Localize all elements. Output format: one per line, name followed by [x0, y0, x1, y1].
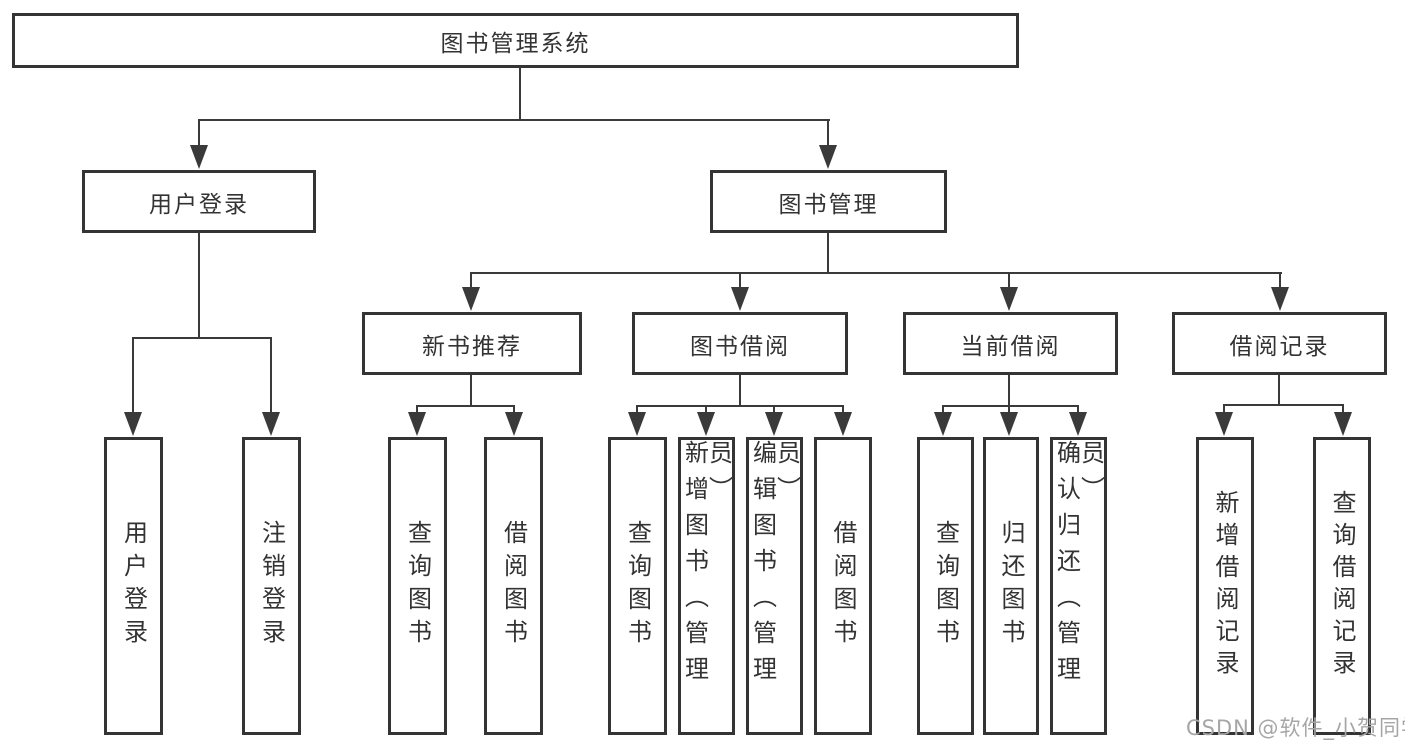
arrow-down-icon	[765, 412, 783, 436]
arrow-down-icon	[124, 412, 142, 436]
node-library-management-system: 图书管理系统	[12, 13, 1019, 68]
node-label: 当前借阅	[960, 333, 1061, 360]
leaf-label: 借阅图书	[499, 520, 528, 652]
node-borrow-records: 借阅记录	[1172, 312, 1387, 375]
leaf-query-books-recommend: 查询图书	[388, 437, 447, 735]
arrow-down-icon	[731, 287, 749, 311]
leaf-label: 用户登录	[119, 520, 148, 652]
arrow-down-icon	[1000, 287, 1018, 311]
node-book-borrow: 图书借阅	[632, 312, 848, 375]
leaf-label: 注销登录	[257, 520, 286, 652]
node-user-login: 用户登录	[82, 170, 316, 233]
connector-user-login-trunk	[198, 233, 200, 338]
connector-root-rail	[198, 119, 830, 121]
arrow-down-icon	[1215, 412, 1233, 436]
leaf-logout: 注销登录	[242, 437, 301, 735]
leaf-query-books-current: 查询图书	[917, 437, 974, 735]
leaf-add-borrow-record: 新增借阅记录	[1196, 437, 1254, 735]
leaf-return-books: 归还图书	[983, 437, 1039, 735]
arrow-down-icon	[1069, 412, 1087, 436]
leaf-label: 查询借阅记录	[1328, 490, 1356, 682]
node-label: 新书推荐	[422, 333, 522, 360]
node-label: 图书管理	[778, 191, 879, 218]
arrow-down-icon	[408, 412, 426, 436]
node-current-borrow: 当前借阅	[903, 312, 1118, 375]
arrow-down-icon	[834, 412, 852, 436]
connector-stub	[1008, 405, 1010, 414]
leaf-label: 新增图书（管理员）	[680, 440, 733, 692]
leaf-label: 借阅图书	[829, 520, 857, 652]
connector-groupC-rail	[942, 405, 1079, 407]
leaf-label: 查询图书	[403, 520, 432, 652]
connector-stub	[470, 272, 472, 288]
node-label: 借阅记录	[1229, 333, 1330, 360]
node-book-management: 图书管理	[710, 170, 947, 233]
connector-book-mgmt-rail	[470, 272, 1282, 274]
connector-groupD-rail	[1223, 404, 1344, 406]
arrow-down-icon	[1000, 412, 1018, 436]
connector-stub	[1077, 405, 1079, 414]
node-label: 用户登录	[149, 191, 249, 218]
connector-stub	[1223, 404, 1225, 414]
leaf-query-borrow-record: 查询借阅记录	[1313, 437, 1371, 735]
connector-root-trunk	[519, 68, 521, 120]
arrow-down-icon	[697, 412, 715, 436]
connector-groupA-rail	[416, 405, 515, 407]
connector-groupA-trunk	[470, 375, 472, 407]
node-label: 图书借阅	[690, 333, 790, 360]
connector-stub	[636, 405, 638, 414]
connector-user-login-rail	[132, 337, 272, 339]
connector-stub	[942, 405, 944, 414]
arrow-down-icon	[819, 145, 837, 169]
node-label: 图书管理系统	[440, 30, 591, 57]
connector-book-mgmt-trunk	[827, 233, 829, 274]
leaf-label: 新增借阅记录	[1211, 490, 1239, 682]
arrow-down-icon	[505, 412, 523, 436]
arrow-down-icon	[1271, 287, 1289, 311]
connector-stub	[739, 272, 741, 288]
connector-stub	[705, 405, 707, 414]
leaf-query-books-borrow: 查询图书	[608, 437, 667, 735]
connector-groupB-trunk	[739, 375, 741, 407]
leaf-label: 查询图书	[623, 520, 652, 652]
leaf-add-books-admin: 新增图书（管理员）	[678, 437, 735, 735]
arrow-down-icon	[190, 145, 208, 169]
leaf-user-login: 用户登录	[104, 437, 163, 735]
connector-stub	[827, 119, 829, 146]
connector-groupD-trunk	[1278, 375, 1280, 406]
leaf-label: 查询图书	[931, 520, 960, 652]
leaf-label: 编辑图书（管理员）	[748, 440, 801, 692]
leaf-label: 归还图书	[997, 520, 1025, 652]
arrow-down-icon	[262, 412, 280, 436]
connector-stub	[132, 337, 134, 413]
connector-stub	[198, 119, 200, 146]
connector-stub	[270, 337, 272, 413]
arrow-down-icon	[462, 287, 480, 311]
connector-stub	[1342, 404, 1344, 414]
connector-groupC-trunk	[1008, 375, 1010, 407]
connector-stub	[773, 405, 775, 414]
leaf-label: 确认归还（管理员）	[1052, 440, 1105, 692]
leaf-edit-books-admin: 编辑图书（管理员）	[746, 437, 803, 735]
arrow-down-icon	[1334, 412, 1352, 436]
connector-stub	[513, 405, 515, 414]
connector-stub	[1279, 272, 1281, 288]
connector-stub	[416, 405, 418, 414]
leaf-borrow-books: 借阅图书	[814, 437, 872, 735]
csdn-watermark: CSDN @软件_小贺同学	[1186, 716, 1405, 740]
node-new-book-recommend: 新书推荐	[362, 312, 582, 375]
arrow-down-icon	[934, 412, 952, 436]
leaf-confirm-return-admin: 确认归还（管理员）	[1050, 437, 1107, 735]
arrow-down-icon	[628, 412, 646, 436]
connector-groupB-rail	[636, 405, 844, 407]
connector-stub	[1008, 272, 1010, 288]
connector-stub	[842, 405, 844, 414]
leaf-borrow-books-recommend: 借阅图书	[484, 437, 543, 735]
